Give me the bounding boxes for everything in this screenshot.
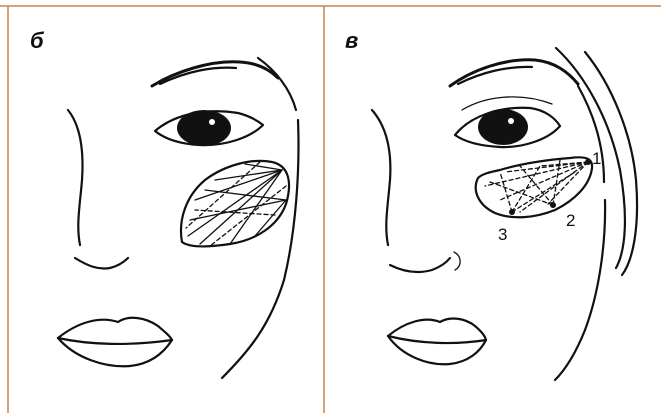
panel-v-point-3-label: 3 xyxy=(498,225,507,244)
panel-v-point-1-marker xyxy=(585,159,591,165)
panel-v-lip-line xyxy=(388,336,486,343)
panel-b-iris xyxy=(177,110,231,146)
panel-b-label: б xyxy=(30,28,45,53)
panel-b-cheek-zone xyxy=(181,161,289,246)
panel-v-iris xyxy=(478,109,528,145)
panel-v-nostril xyxy=(454,252,460,270)
panel-v-nose xyxy=(390,258,450,272)
panel-v-eyebrow xyxy=(450,60,578,86)
panel-v: в xyxy=(345,28,637,380)
panel-b-nose xyxy=(75,258,128,269)
panel-v-point-2-label: 2 xyxy=(566,211,575,230)
panel-b-upper-lip xyxy=(58,318,172,340)
panel-v-eye-highlight xyxy=(508,118,514,124)
panel-b-face-contour-left xyxy=(68,110,82,245)
panel-b-jaw-line xyxy=(222,120,298,378)
panel-b: б xyxy=(30,28,298,378)
figure-frame xyxy=(0,6,661,413)
panel-b-lip-line xyxy=(58,338,172,344)
panel-v-point-3-marker xyxy=(509,209,515,215)
panel-b-massage-lines xyxy=(186,162,286,246)
panel-b-temple-line xyxy=(258,58,296,110)
panel-v-cheek-zone xyxy=(476,157,592,217)
panel-b-eye-highlight xyxy=(209,119,215,125)
panel-v-massage-lines xyxy=(485,160,588,212)
panel-v-face-contour-left xyxy=(372,110,390,245)
panel-v-upper-lip xyxy=(388,319,486,340)
panel-v-point-2-marker xyxy=(550,202,556,208)
panel-v-jaw-line xyxy=(555,200,605,380)
panel-v-label: в xyxy=(345,28,358,53)
panel-v-cheek-shape xyxy=(476,157,592,217)
panel-v-point-1-label: 1 xyxy=(592,149,601,168)
panel-b-eyebrow xyxy=(152,62,278,86)
